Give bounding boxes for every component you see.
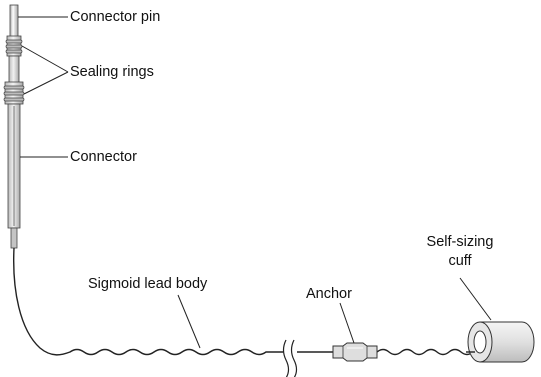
leader-cuff bbox=[459, 277, 492, 321]
label-connector: Connector bbox=[70, 149, 137, 165]
self-sizing-cuff bbox=[466, 321, 535, 363]
label-sealing-rings: Sealing rings bbox=[70, 64, 154, 80]
label-connector-pin: Connector pin bbox=[70, 9, 161, 25]
label-anchor: Anchor bbox=[306, 286, 352, 302]
anchor bbox=[332, 342, 378, 362]
leader-lines bbox=[18, 16, 492, 349]
connector-body bbox=[7, 103, 21, 249]
leader-anchor bbox=[339, 302, 355, 344]
sealing-rings-upper bbox=[5, 35, 23, 57]
label-cuff-line1: Self-sizing bbox=[426, 234, 494, 250]
connector-neck bbox=[8, 55, 20, 85]
lead-body-right bbox=[297, 348, 475, 356]
leader-sealing-rings-lower bbox=[23, 71, 69, 95]
break-marks bbox=[282, 339, 298, 377]
lead-body-left bbox=[13, 247, 283, 356]
label-cuff-line2: cuff bbox=[448, 252, 472, 269]
label-lead-body: Sigmoid lead body bbox=[88, 276, 208, 292]
leader-sealing-rings-upper bbox=[21, 45, 69, 73]
label-self-sizing-cuff: Self-sizing cuff bbox=[405, 233, 515, 270]
connector-pin bbox=[9, 4, 19, 38]
leader-lead-body bbox=[177, 294, 201, 349]
sealing-rings-lower bbox=[3, 81, 25, 105]
